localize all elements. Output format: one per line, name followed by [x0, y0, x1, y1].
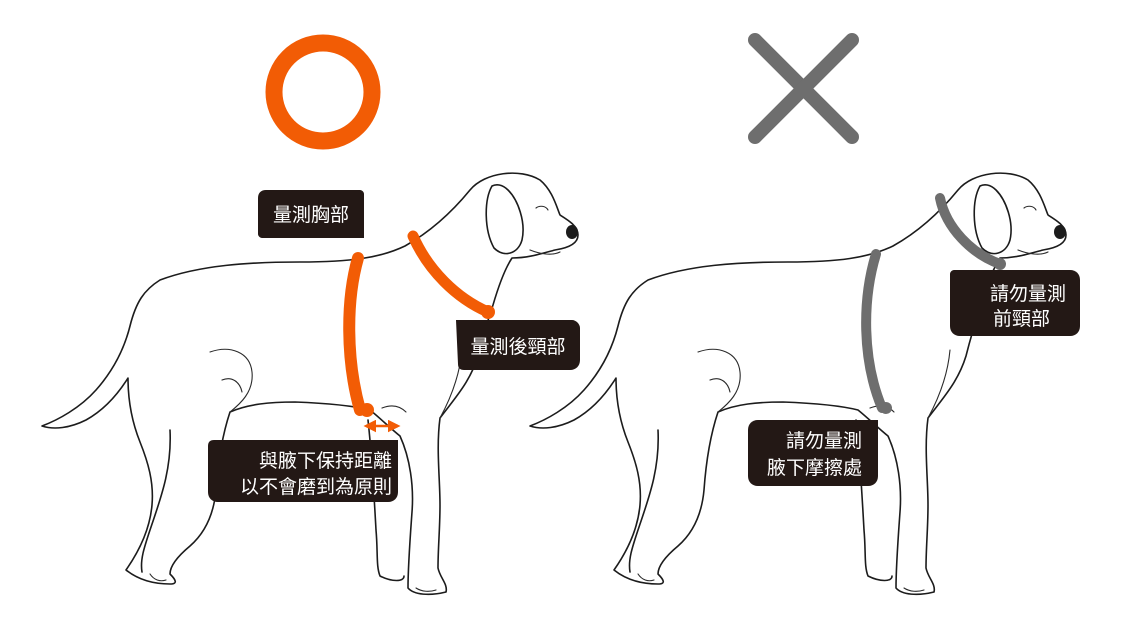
right-panel: 請勿量測 前頸部 請勿量測 腋下摩擦處: [529, 33, 1080, 596]
label-measure-chest-text: 量測胸部: [273, 204, 349, 226]
label-measure-chest: 量測胸部: [258, 190, 364, 238]
armpit-strap: [861, 249, 887, 413]
label-no-front-neck: 請勿量測 前頸部: [950, 270, 1080, 336]
label-measure-back-neck-text: 量測後頸部: [470, 336, 565, 358]
label-no-front-neck-line1: 請勿量測: [990, 283, 1066, 305]
label-armpit-distance-line1: 與腋下保持距離: [259, 450, 392, 472]
left-panel: 量測胸部 量測後頸部 與腋下保持距離 以不會磨到為原則: [41, 34, 580, 596]
label-measure-back-neck: 量測後頸部: [456, 320, 580, 370]
cross-x-icon: [748, 33, 859, 144]
label-armpit-distance-line2: 以不會磨到為原則: [240, 476, 392, 498]
circle-o-icon: [265, 34, 381, 150]
right-dog-illustration: [529, 172, 1067, 596]
front-neck-strap: [935, 193, 1005, 269]
front-neck-strap-end: [994, 258, 1006, 270]
chest-strap: [343, 252, 366, 416]
back-neck-strap-end: [481, 305, 495, 319]
armpit-strap-end: [880, 402, 892, 414]
back-neck-strap: [407, 230, 494, 318]
label-armpit-distance: 與腋下保持距離 以不會磨到為原則: [208, 440, 398, 502]
label-no-front-neck-line2: 前頸部: [993, 308, 1050, 330]
chest-strap-end: [360, 403, 374, 417]
label-no-armpit-line1: 請勿量測: [786, 430, 862, 452]
label-no-armpit: 請勿量測 腋下摩擦處: [748, 420, 878, 486]
label-no-armpit-line2: 腋下摩擦處: [767, 457, 862, 479]
